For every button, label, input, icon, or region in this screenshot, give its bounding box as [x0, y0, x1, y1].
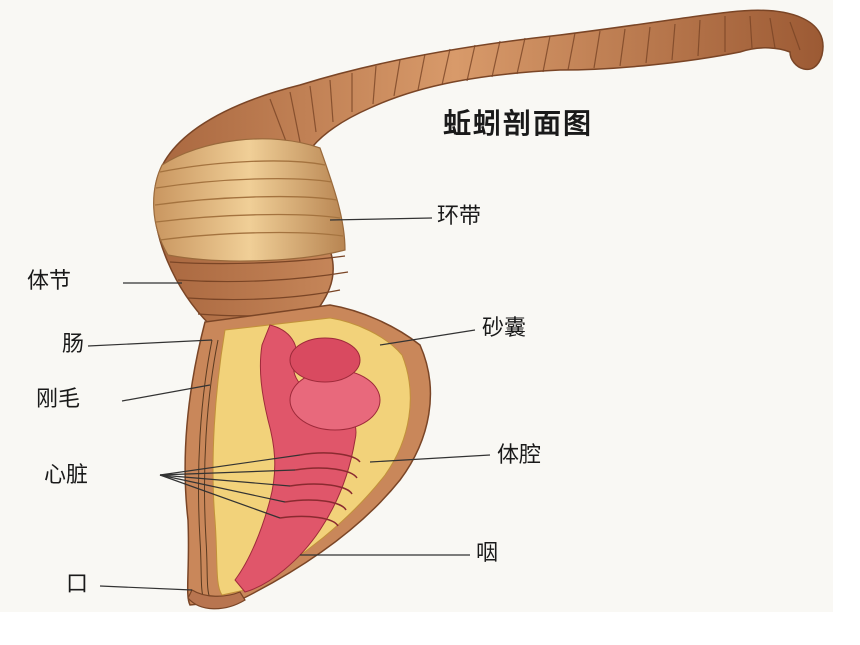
leader-gizzard: [379, 329, 476, 346]
leader-coelom: [369, 454, 491, 463]
heart-loops: [279, 452, 361, 527]
label-segment: 体节: [27, 269, 72, 294]
leader-lines: [87, 217, 491, 591]
illustration-plate: [0, 0, 833, 612]
clitellum-band: [153, 138, 346, 262]
leader-heart-2: [159, 469, 296, 476]
diagram-title: 蚯蚓剖面图: [443, 107, 594, 140]
leader-heart-4: [159, 474, 286, 503]
label-coelom: 体腔: [497, 443, 542, 468]
head-tip: [187, 589, 246, 610]
body-wall-lines: [198, 339, 219, 601]
leader-intestine: [87, 339, 213, 347]
label-clitellum: 环带: [437, 204, 482, 229]
segment-rings: [269, 15, 801, 153]
leader-clitellum: [329, 217, 433, 221]
leader-heart-5: [159, 474, 281, 519]
label-hearts: 心脏: [44, 463, 89, 488]
crop-shape: [289, 337, 361, 383]
label-setae: 刚毛: [36, 387, 81, 412]
label-mouth: 口: [66, 572, 89, 597]
leader-setae: [121, 384, 211, 402]
leader-heart-3: [159, 474, 291, 487]
leader-heart-1: [159, 454, 301, 476]
label-intestine: 肠: [62, 332, 85, 357]
leader-mouth: [99, 585, 193, 591]
label-gizzard: 砂囊: [482, 316, 527, 341]
clitellum-rings: [154, 160, 344, 241]
label-pharynx: 咽: [476, 541, 499, 566]
